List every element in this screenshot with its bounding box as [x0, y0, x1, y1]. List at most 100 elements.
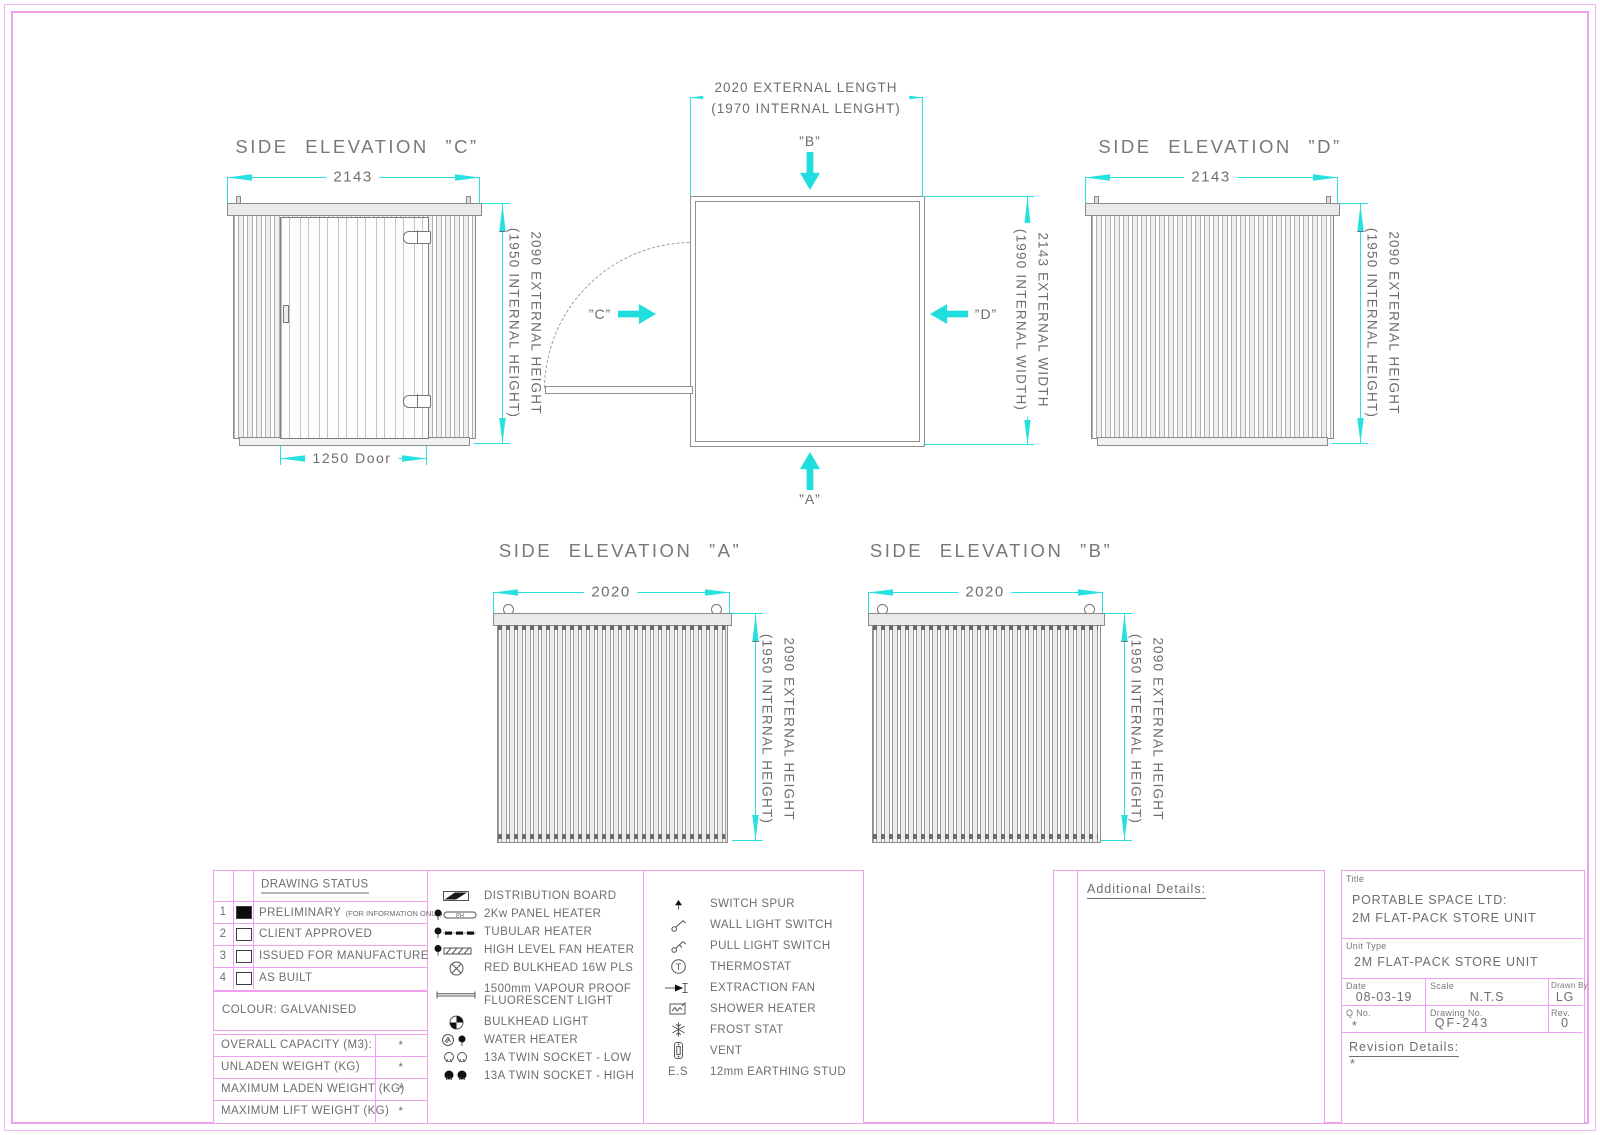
elevation-c-height-dim-line: [502, 203, 503, 444]
table-line: [1341, 1032, 1583, 1033]
legend-item: 13A TWIN SOCKET - HIGH: [428, 1067, 642, 1085]
elevation-c-width-dim: 2143: [326, 168, 380, 186]
dim-text-line2: (1950 INTERNAL HEIGHT): [506, 227, 521, 419]
dim-text-line2: (1950 INTERNAL HEIGHT): [759, 633, 774, 825]
dim-conn-line: [1332, 443, 1368, 444]
legend-item: TUBULAR HEATER: [428, 923, 642, 941]
drawn-by-label: Drawn By: [1551, 981, 1589, 990]
elevation-c-roof: [227, 203, 482, 216]
legend-label-line1: 1500mm VAPOUR PROOF: [484, 983, 632, 995]
table-line: [1077, 870, 1078, 1122]
distribution-board-icon: [428, 890, 484, 902]
dim-ext-line: [868, 593, 869, 613]
legend-item: BULKHEAD LIGHT: [428, 1013, 642, 1031]
earthing-stud-icon: E.S: [667, 1065, 689, 1078]
elevation-a-height-dim: 2090 EXTERNAL HEIGHT (1950 INTERNAL HEIG…: [755, 634, 800, 824]
dim-arrow-right: [402, 455, 427, 462]
colour-value: COLOUR: GALVANISED: [222, 1004, 357, 1016]
dim-arrow-up: [1357, 204, 1364, 232]
legend-label: 12mm EARTHING STUD: [710, 1065, 847, 1078]
dim-text-line1: 2090 EXTERNAL HEIGHT: [528, 231, 544, 415]
frost-stat-icon: [646, 1021, 710, 1038]
dim-arrow-right: [1313, 174, 1338, 181]
dim-arrow-left: [280, 455, 305, 462]
title-field-label: Title: [1346, 874, 1365, 884]
revision-details-value: *: [1350, 1057, 1356, 1071]
legend-item: WALL LIGHT SWITCH: [646, 914, 860, 935]
rev-label: Rev.: [1551, 1008, 1571, 1018]
sheet-border-outer: [4, 4, 1596, 1131]
legend-label: THERMOSTAT: [710, 960, 792, 973]
dim-conn-line: [1101, 840, 1132, 841]
dim-arrow-up: [499, 204, 506, 232]
table-line: [1425, 978, 1426, 1032]
legend-item: FROST STAT: [646, 1019, 860, 1040]
spec-label: MAXIMUM LIFT WEIGHT (KG): [221, 1105, 390, 1117]
dim-ext-line: [1102, 593, 1103, 613]
dim-ext-line: [280, 440, 281, 465]
legend-list-2: SWITCH SPUR WALL LIGHT SWITCH PULL LIGHT…: [646, 893, 860, 1082]
status-row-num: 2: [219, 928, 227, 940]
scale-value: N.T.S: [1469, 990, 1505, 1004]
elevation-b-height-dim-line: [1124, 613, 1125, 841]
door-hinge-bottom: [403, 394, 431, 408]
table-line: [253, 870, 254, 989]
dim-conn-line: [923, 196, 1034, 197]
date-label: Date: [1346, 981, 1367, 991]
additional-details-box: [1053, 870, 1325, 1124]
legend-item: EXTRACTION FAN: [646, 977, 860, 998]
panel-edge-bottom: [873, 834, 1098, 839]
dim-text-line1: 2090 EXTERNAL HEIGHT: [1386, 231, 1402, 415]
dim-arrow-right: [898, 94, 923, 101]
status-label-text: PRELIMINARY: [259, 907, 342, 919]
door-hinge-top: [403, 230, 431, 244]
dim-arrow-right: [705, 589, 730, 596]
dim-arrow-up: [1121, 614, 1128, 642]
dim-text-line1: 2090 EXTERNAL HEIGHT: [781, 637, 797, 821]
elevation-c-height-dim: 2090 EXTERNAL HEIGHT (1950 INTERNAL HEIG…: [502, 228, 547, 418]
q-no-label: Q No.: [1346, 1008, 1372, 1018]
colour-box: [213, 991, 429, 1031]
panel-edge-top: [498, 625, 725, 630]
thermostat-icon: T: [646, 958, 710, 975]
dim-ext-line: [1337, 178, 1338, 203]
legend-label: EXTRACTION FAN: [710, 981, 816, 994]
legend-label-line2: FLUORESCENT LIGHT: [484, 995, 614, 1007]
dim-ext-line: [690, 98, 691, 196]
legend-label: WALL LIGHT SWITCH: [710, 918, 833, 931]
dim-arrow-down: [1024, 420, 1031, 445]
drawing-no-value: QF-243: [1434, 1016, 1490, 1030]
spec-value: *: [398, 1106, 404, 1118]
legend-label: RED BULKHEAD 16W PLS: [484, 962, 634, 974]
dim-text-line2: (1950 INTERNAL HEIGHT): [1128, 633, 1143, 825]
panel-heater-text: PH: [456, 912, 464, 918]
dim-arrow-left: [1085, 174, 1110, 181]
door-handle: [283, 305, 289, 323]
legend-label: VENT: [710, 1044, 743, 1057]
status-row-num: 4: [219, 972, 227, 984]
spec-value: *: [398, 1040, 404, 1052]
status-row-label: CLIENT APPROVED: [259, 928, 373, 940]
dim-text-line1: 2090 EXTERNAL HEIGHT: [1150, 637, 1166, 821]
legend-label: 13A TWIN SOCKET - HIGH: [484, 1070, 635, 1082]
table-line: [213, 901, 427, 902]
additional-details-heading: Additional Details:: [1087, 882, 1207, 899]
legend-label: WATER HEATER: [484, 1034, 579, 1046]
elevation-b-height-dim: 2090 EXTERNAL HEIGHT (1950 INTERNAL HEIG…: [1124, 634, 1169, 824]
flow-label-c: ”C”: [588, 306, 612, 322]
dim-conn-line: [732, 613, 763, 614]
spec-value: *: [398, 1062, 404, 1074]
table-line: [213, 1100, 427, 1101]
table-line: [213, 1056, 427, 1057]
elevation-b-wall: [872, 624, 1101, 843]
legend-item: PULL LIGHT SWITCH: [646, 935, 860, 956]
dim-arrow-left: [493, 589, 518, 596]
legend-item: SWITCH SPUR: [646, 893, 860, 914]
legend-item: T THERMOSTAT: [646, 956, 860, 977]
elevation-a-title: SIDE ELEVATION ”A”: [498, 540, 742, 561]
legend-box-1: [427, 870, 645, 1124]
drawing-status-header: DRAWING STATUS: [261, 879, 369, 894]
pull-light-switch-icon: [646, 938, 710, 954]
